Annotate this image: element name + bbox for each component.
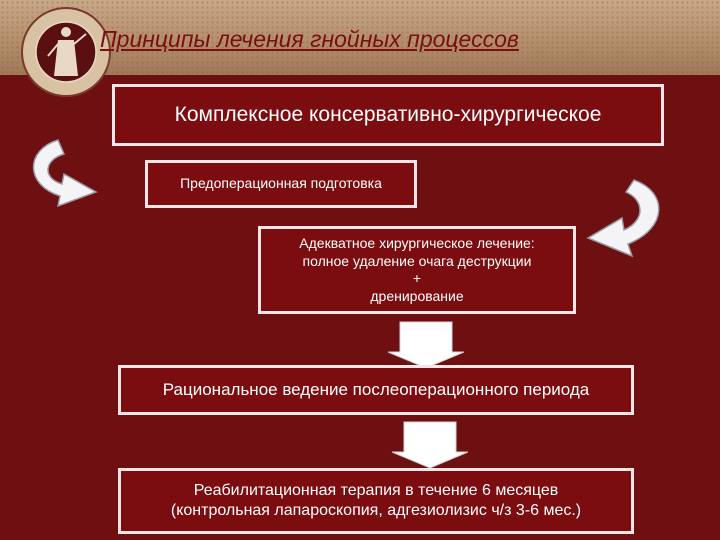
left-curved-arrow <box>32 139 98 208</box>
step-surgical-treatment: Адекватное хирургическое лечение: полное… <box>258 226 576 314</box>
step-complex-treatment-label: Комплексное консервативно-хирургическое <box>174 102 602 126</box>
header-banner <box>0 0 720 75</box>
rehab-line-2: (контрольная лапароскопия, адгезиолизис … <box>170 502 582 519</box>
header-texture <box>0 0 720 75</box>
step-preoperative-label: Предоперационная подготовка <box>180 175 382 192</box>
step-postoperative-management: Рациональное ведение послеоперационного … <box>118 365 634 415</box>
down-arrow-2 <box>391 421 469 469</box>
step-complex-treatment: Комплексное консервативно-хирургическое <box>112 84 664 146</box>
down-arrow-1 <box>387 321 465 369</box>
hospital-seal-logo <box>21 7 111 97</box>
rehab-line-1: Реабилитационная терапия в течение 6 мес… <box>193 482 559 499</box>
right-curved-arrow <box>586 179 660 258</box>
step-rehabilitation: Реабилитационная терапия в течение 6 мес… <box>118 468 634 534</box>
surgical-line-1: Адекватное хирургическое лечение: <box>299 235 535 251</box>
step-postoperative-label: Рациональное ведение послеоперационного … <box>162 380 590 400</box>
step-preoperative-preparation: Предоперационная подготовка <box>145 160 417 208</box>
surgical-line-2: полное удаление очага деструкции <box>302 252 532 269</box>
surgical-line-4: дренирование <box>370 287 464 304</box>
surgical-line-3: + <box>412 270 422 286</box>
page-title: Принципы лечения гнойных процессов <box>100 26 519 52</box>
